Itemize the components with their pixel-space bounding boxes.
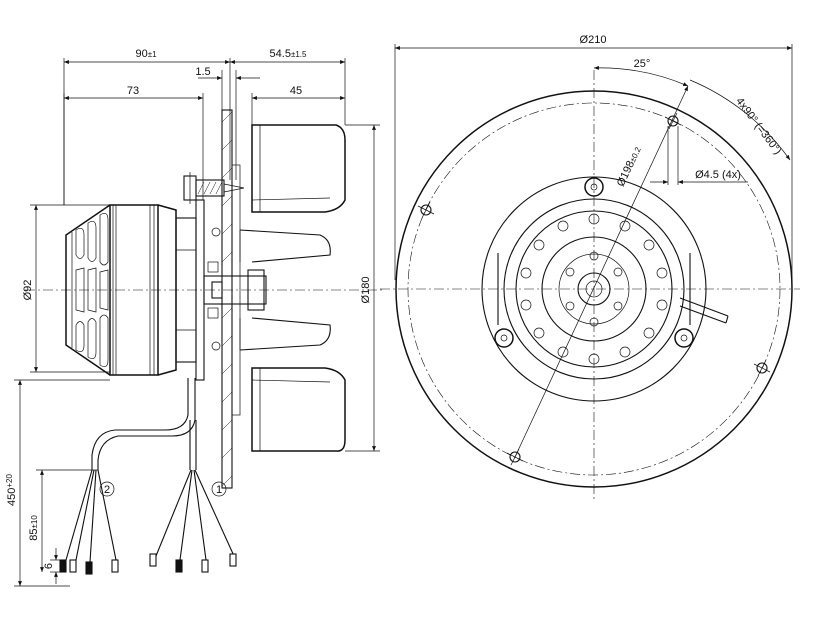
dim-overall-length: 90±1	[64, 48, 230, 64]
dim-cable-length-value: 450	[6, 488, 18, 506]
dim-strip-length: 85±10	[28, 469, 98, 572]
shaft-center	[577, 272, 611, 306]
dim-flange: 1.5	[195, 66, 260, 80]
dim-wheel-width: 45	[251, 85, 345, 100]
cable-1	[149, 420, 237, 573]
hub-outer-ring	[503, 198, 685, 380]
dim-end-strip: 6	[43, 548, 66, 584]
inner-bolt-circle	[558, 253, 630, 325]
dim-cable-length: 450+20	[5, 379, 110, 587]
dim-angle: 25°	[593, 58, 689, 87]
dim-overall-length-tol: ±1	[148, 50, 157, 59]
dim-bolt-circle: Ø198±0.2	[514, 85, 689, 458]
mounting-hole	[417, 201, 435, 219]
svg-text:450+20: 450+20	[5, 473, 18, 505]
dim-outer-diameter-value: Ø210	[580, 34, 607, 46]
svg-text:90±1: 90±1	[135, 48, 157, 60]
dim-wheel-offset-tol: ±1.5	[291, 50, 307, 59]
cable-marker-2-label: 2	[104, 484, 110, 496]
side-view: 90±1 54.5±1.5 1.5 73 45 Ø92	[5, 48, 385, 587]
svg-text:85±10: 85±10	[28, 515, 40, 541]
wheel-circle	[481, 176, 707, 402]
mounting-hole	[664, 112, 682, 130]
dim-overall-length-value: 90	[135, 48, 147, 60]
dim-strip-length-value: 85	[28, 529, 40, 541]
cable-marker-1: 1	[211, 481, 227, 497]
mounting-hole	[753, 359, 771, 377]
inner-holes	[565, 251, 623, 327]
dim-wheel-offset-value: 54.5	[270, 48, 291, 60]
dim-outer-diameter: Ø210	[394, 34, 793, 280]
dim-wheel-diameter: Ø180	[345, 124, 380, 452]
dim-wheel-diameter-value: Ø180	[360, 277, 372, 304]
dim-hole-diameter: Ø4.5 (4x)	[650, 126, 748, 185]
cable-exit	[679, 297, 729, 324]
dim-angle-value: 25°	[634, 58, 651, 70]
front-view: Ø210	[380, 34, 800, 500]
cable-marker-2: 2	[99, 481, 115, 497]
shaft-bore	[585, 280, 603, 298]
dim-end-strip-value: 6	[43, 563, 55, 569]
motor-ring	[541, 236, 647, 342]
dim-motor-diameter: Ø92	[22, 204, 110, 373]
shaft-hub	[203, 227, 267, 351]
fixing-points	[494, 177, 694, 348]
dim-cable-length-tol: +20	[5, 473, 14, 487]
dim-hole-diameter-value: Ø4.5 (4x)	[695, 169, 741, 181]
flange-plate	[221, 109, 241, 489]
dim-hole-pattern-value: 4x90° (=360°)	[733, 96, 783, 157]
dim-bolt-circle-tol: ±0.2	[628, 145, 643, 163]
dim-motor-length: 73	[64, 85, 203, 100]
dim-motor-length-value: 73	[127, 85, 139, 97]
svg-text:54.5±1.5: 54.5±1.5	[270, 48, 307, 60]
cable-2	[59, 378, 196, 575]
svg-text:Ø198±0.2: Ø198±0.2	[615, 144, 644, 188]
bolt-circle	[407, 102, 781, 476]
dim-wheel-width-value: 45	[290, 85, 302, 97]
extension-lines	[63, 58, 346, 205]
dim-wheel-offset: 54.5±1.5	[230, 48, 345, 64]
hub-inner-ring	[515, 210, 673, 368]
impeller-wheel	[239, 124, 346, 452]
dim-flange-value: 1.5	[195, 66, 210, 78]
dim-strip-length-tol: ±10	[30, 515, 39, 529]
motor-body	[65, 199, 205, 381]
cable-marker-1-label: 1	[216, 484, 222, 496]
mounting-screw	[183, 172, 245, 204]
dim-hole-pattern: 4x90° (=360°)	[689, 79, 791, 161]
outer-scroll-circle	[395, 90, 793, 488]
